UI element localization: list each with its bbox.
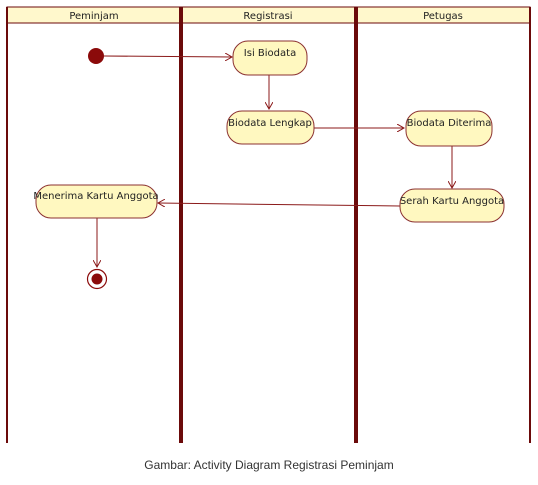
activity-label: Biodata Diterima: [407, 118, 492, 129]
activity-biodata-lengkap: Biodata Lengkap: [226, 110, 315, 145]
final-node: [86, 268, 108, 290]
activity-label: Menerima Kartu Anggota: [33, 191, 158, 202]
activity-isi-biodata: Isi Biodata: [232, 40, 308, 76]
edge-serah-kartu-to-menerima-kartu: [158, 203, 401, 206]
activity-label: Isi Biodata: [244, 48, 296, 59]
lane-title-registrasi: Registrasi: [243, 11, 292, 22]
activity-menerima-kartu-anggota: Menerima Kartu Anggota: [33, 184, 159, 219]
activity-serah-kartu-anggota: Serah Kartu Anggota: [399, 188, 505, 223]
lane-title-petugas: Petugas: [423, 11, 463, 22]
initial-node: [88, 48, 104, 64]
activity-label: Serah Kartu Anggota: [400, 196, 504, 207]
activity-label: Biodata Lengkap: [228, 118, 312, 129]
edge-start-to-isi-biodata: [103, 56, 232, 57]
figure-caption: Gambar: Activity Diagram Registrasi Pemi…: [144, 458, 394, 472]
activity-diagram: Peminjam Registrasi Petugas Isi Biodata …: [6, 6, 531, 443]
activity-biodata-diterima: Biodata Diterima: [405, 110, 493, 147]
lane-title-peminjam: Peminjam: [69, 11, 118, 22]
